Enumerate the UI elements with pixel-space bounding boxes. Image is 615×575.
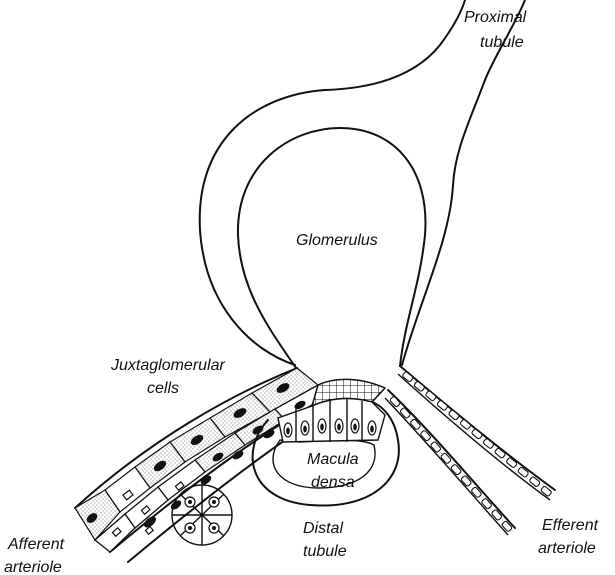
- efferent-cell: [390, 396, 401, 407]
- label-proximal-tubule: Proximal tubule: [464, 9, 531, 51]
- efferent-cell: [448, 409, 460, 420]
- efferent-cell: [494, 448, 506, 459]
- label-glomerulus: Glomerulus: [296, 232, 378, 249]
- label-macula-densa: Macula densa: [307, 451, 363, 491]
- efferent-arteriole-inner-line: [385, 374, 550, 535]
- efferent-arteriole-upper-wall: [400, 366, 555, 490]
- efferent-endothelial-cells: [390, 371, 552, 532]
- efferent-cell: [410, 419, 421, 430]
- proximal-tubule-right-wall: [402, 0, 525, 365]
- efferent-cell: [471, 429, 483, 440]
- label-juxtaglomerular-cells: Juxtaglomerular cells: [110, 357, 229, 397]
- label-distal-tubule: Distal tubule: [303, 520, 347, 560]
- juxtaglomerular-cells: [75, 368, 318, 540]
- efferent-cell: [402, 371, 414, 382]
- label-efferent-arteriole: Efferent arteriole: [538, 517, 602, 557]
- efferent-cell: [483, 438, 495, 449]
- efferent-cell: [506, 457, 518, 468]
- cell-cluster: [172, 485, 232, 545]
- efferent-cell: [400, 407, 411, 418]
- efferent-cell: [460, 419, 472, 430]
- bowmans-capsule-outer-wall: [200, 0, 465, 365]
- label-afferent-arteriole: Afferent arteriole: [4, 536, 68, 575]
